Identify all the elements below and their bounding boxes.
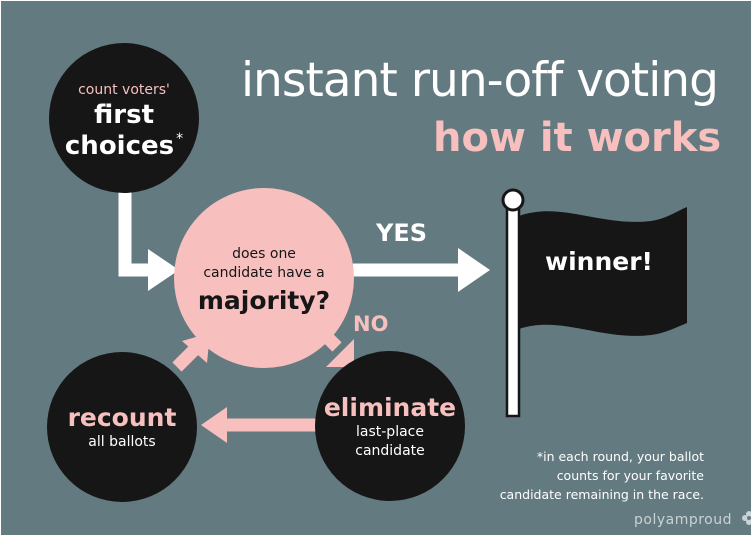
- footnote-line3: candidate remaining in the race.: [499, 487, 704, 502]
- majority-line3: majority?: [197, 285, 331, 315]
- arrow-head-eliminate-to-recount: [201, 407, 227, 443]
- node-count-first-choices: count voters' first choices*: [49, 43, 199, 193]
- count-line3: choices: [64, 130, 175, 161]
- node-recount: recount all ballots: [47, 352, 197, 502]
- count-line3-wrap: choices*: [65, 131, 183, 162]
- arrow-head-yes: [458, 248, 490, 292]
- majority-line1: does one: [232, 245, 296, 262]
- footnote-line2: counts for your favorite: [556, 468, 704, 483]
- count-line2: first: [94, 99, 154, 130]
- page-subtitle: how it works: [433, 115, 722, 161]
- majority-line2: candidate have a: [203, 264, 325, 281]
- page-title: instant run-off voting: [241, 53, 719, 108]
- count-line1: count voters': [78, 81, 170, 98]
- flag-pole: [505, 206, 521, 418]
- node-eliminate: eliminate last-place candidate: [315, 351, 465, 501]
- brand-text: polyamproud: [634, 512, 733, 528]
- recount-subtitle: all ballots: [88, 434, 156, 450]
- brand-label: polyamproud: [634, 510, 751, 528]
- eliminate-line1: last-place: [356, 423, 424, 440]
- count-asterisk: *: [176, 130, 184, 147]
- edge-label-no: NO: [353, 312, 389, 336]
- eliminate-line2: candidate: [355, 442, 425, 459]
- recount-title: recount: [67, 403, 177, 432]
- footnote: *in each round, your ballot counts for y…: [434, 447, 704, 504]
- winner-label: winner!: [545, 247, 653, 276]
- node-majority: does one candidate have a majority?: [174, 188, 354, 368]
- flag-cloth: [519, 207, 687, 336]
- brand-flower-icon: [741, 511, 751, 525]
- edge-label-yes: YES: [376, 219, 428, 247]
- footnote-line1: *in each round, your ballot: [536, 449, 704, 464]
- arrow-count-to-majority: [118, 181, 151, 277]
- arrow-head-no: [326, 339, 354, 367]
- arrow-head-count-to-majority: [148, 249, 179, 291]
- eliminate-title: eliminate: [323, 392, 457, 422]
- flag-finial: [501, 188, 525, 212]
